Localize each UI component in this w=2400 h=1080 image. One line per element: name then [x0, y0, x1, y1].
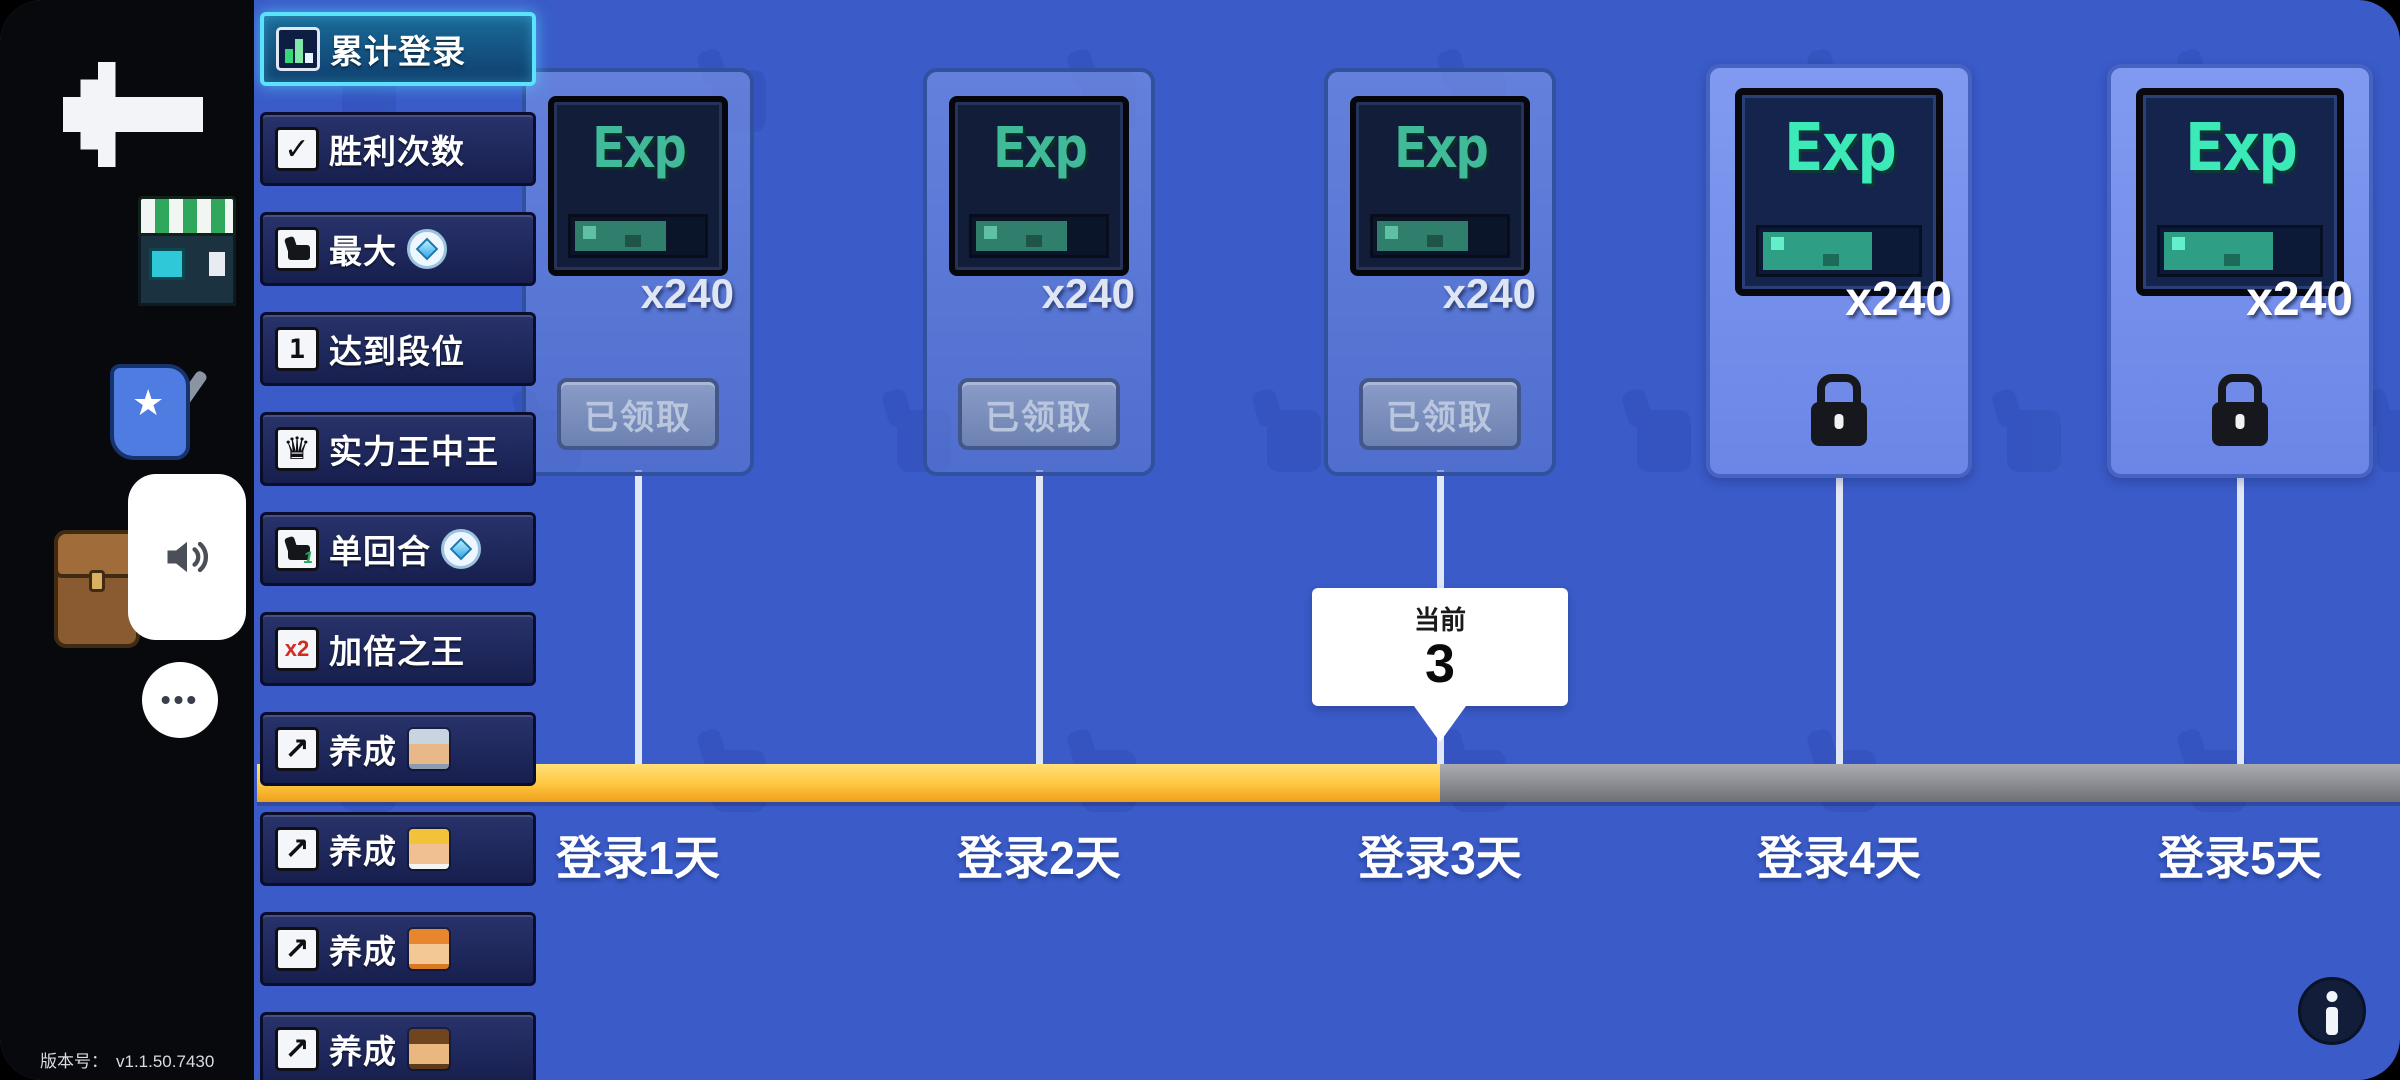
day-label-2: 登录2天: [957, 832, 1121, 884]
menu-item-label: 加倍之王: [329, 633, 465, 670]
menu-item-label: 达到段位: [329, 333, 465, 370]
exp-icon: Exp: [1350, 96, 1530, 276]
exp-bar-decoration: [1756, 225, 1922, 277]
reward-amount: x240: [640, 270, 734, 317]
back-button[interactable]: [58, 58, 208, 170]
brown-character-icon: [407, 1027, 451, 1071]
pilot-character-icon: [407, 727, 451, 771]
info-button[interactable]: [2298, 977, 2366, 1045]
x2-icon: [275, 627, 319, 671]
reward-card-day4[interactable]: Exp x240: [1706, 64, 1972, 478]
menu-item-label: 养成: [329, 933, 397, 970]
menu-item-label: 最大: [329, 233, 397, 270]
menu-item-reach-rank[interactable]: 达到段位: [260, 312, 536, 386]
day-label-4: 登录4天: [1757, 832, 1921, 884]
menu-item-max[interactable]: 最大: [260, 212, 536, 286]
menu-item-win-count[interactable]: 胜利次数: [260, 112, 536, 186]
claimed-button[interactable]: 已领取: [557, 378, 719, 450]
speaker-icon: [167, 541, 208, 573]
connector-line: [2237, 470, 2244, 766]
star-flag-icon: [110, 356, 210, 476]
tooltip-label: 当前: [1413, 605, 1466, 635]
menu-item-label: 养成: [329, 1033, 397, 1070]
stats-chart-icon: [276, 27, 320, 71]
more-button[interactable]: •••: [142, 662, 218, 738]
menu-item-label: 胜利次数: [329, 133, 465, 170]
menu-item-label: 养成: [329, 733, 397, 770]
exp-icon: Exp: [548, 96, 728, 276]
reward-card-day5[interactable]: Exp x240: [2107, 64, 2373, 478]
tooltip-arrow-icon: [1414, 706, 1466, 742]
gem-icon: [407, 229, 447, 269]
checkmark-icon: [275, 127, 319, 171]
growth-arrow-icon: [275, 827, 319, 871]
menu-item-double-king[interactable]: 加倍之王: [260, 612, 536, 686]
menu-item-nurture-brown[interactable]: 养成: [260, 1012, 536, 1080]
reward-card-day1: Exp x240 已领取: [522, 68, 754, 476]
reward-amount: x240: [2246, 273, 2353, 326]
exp-bar-decoration: [2157, 225, 2323, 277]
connector-line: [635, 470, 642, 766]
claimed-button[interactable]: 已领取: [1359, 378, 1521, 450]
connector-line: [1036, 470, 1043, 766]
shop-stand-icon: [138, 196, 236, 308]
sound-button[interactable]: [128, 474, 246, 640]
exp-icon: Exp: [2136, 88, 2344, 296]
version-text: 版本号：v1.1.50.7430: [40, 1052, 215, 1071]
exp-label: Exp: [1783, 109, 1897, 186]
menu-item-nurture-orange[interactable]: 养成: [260, 912, 536, 986]
info-icon: [2307, 981, 2357, 1041]
menu-item-cumulative-login[interactable]: 累计登录: [260, 12, 536, 86]
crown-icon: [275, 427, 319, 471]
growth-arrow-icon: [275, 1027, 319, 1071]
menu-item-label: 养成: [329, 833, 397, 870]
back-arrow-icon: [63, 61, 203, 167]
menu-item-single-round[interactable]: 单回合: [260, 512, 536, 586]
menu-item-label: 单回合: [329, 533, 431, 570]
exp-label: Exp: [992, 116, 1088, 181]
reward-amount: x240: [1845, 273, 1952, 326]
menu-item-label: 累计登录: [330, 33, 466, 70]
gem-icon: [441, 529, 481, 569]
exp-icon: Exp: [949, 96, 1129, 276]
king-character-icon: [407, 827, 451, 871]
exp-icon: Exp: [1735, 88, 1943, 296]
tooltip-value: 3: [1424, 634, 1456, 694]
thumbs-up-1-icon: [275, 527, 319, 571]
day-label-5: 登录5天: [2158, 832, 2322, 884]
lock-icon: [1811, 402, 1867, 446]
rank-1-icon: [275, 327, 319, 371]
exp-label: Exp: [2184, 109, 2298, 186]
reward-amount: x240: [1442, 270, 1536, 317]
exp-label: Exp: [1393, 116, 1489, 181]
thumbs-up-icon: [275, 227, 319, 271]
menu-item-nurture-pilot[interactable]: 养成: [260, 712, 536, 786]
growth-arrow-icon: [275, 927, 319, 971]
exp-bar-decoration: [969, 214, 1109, 258]
reward-card-day2: Exp x240 已领取: [923, 68, 1155, 476]
reward-amount: x240: [1041, 270, 1135, 317]
day-label-3: 登录3天: [1358, 832, 1522, 884]
connector-line: [1836, 470, 1843, 766]
lock-icon: [2212, 402, 2268, 446]
growth-arrow-icon: [275, 727, 319, 771]
menu-item-nurture-king[interactable]: 养成: [260, 812, 536, 886]
reward-card-day3: Exp x240 已领取: [1324, 68, 1556, 476]
orange-character-icon: [407, 927, 451, 971]
exp-label: Exp: [591, 116, 687, 181]
exp-bar-decoration: [568, 214, 708, 258]
current-day-tooltip: 当前 3: [1312, 588, 1568, 706]
claimed-button[interactable]: 已领取: [958, 378, 1120, 450]
menu-item-label: 实力王中王: [329, 433, 499, 470]
achievement-menu: 累计登录 胜利次数 最大 达到段位 实力王中王 单回合 加倍之王: [260, 12, 536, 1080]
exp-bar-decoration: [1370, 214, 1510, 258]
menu-item-king-of-kings[interactable]: 实力王中王: [260, 412, 536, 486]
day-label-1: 登录1天: [556, 832, 720, 884]
